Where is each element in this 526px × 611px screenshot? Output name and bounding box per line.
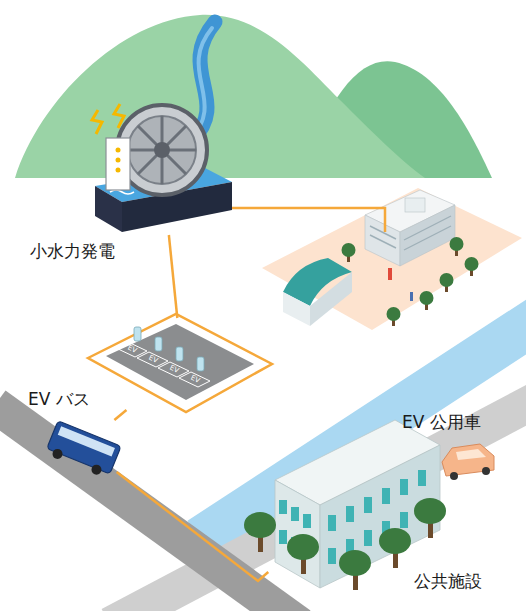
generator: [106, 138, 130, 190]
person: [388, 268, 392, 280]
facility-windows: [283, 470, 422, 564]
bus-body: [47, 421, 121, 474]
illustration-node: EV バス: [48, 420, 118, 472]
tree: [414, 498, 446, 538]
road: [110, 398, 526, 611]
indicator: [116, 168, 121, 173]
lightning: [92, 110, 102, 134]
windows: [370, 216, 451, 250]
shape-part: [450, 237, 464, 251]
shape-part: [339, 550, 371, 576]
parking-spot: [137, 352, 168, 367]
bus-windows: [58, 426, 115, 456]
hill: [15, 15, 425, 178]
illustration-node: 公共施設: [268, 420, 442, 572]
shape-part: [465, 257, 479, 271]
node-label: 小水力発電: [30, 242, 115, 261]
car-window: [456, 449, 486, 460]
charging-lot: [88, 314, 272, 412]
shape-part: [342, 243, 356, 257]
car-body: [442, 444, 494, 476]
tree: [379, 528, 411, 568]
illustration-node: EV 公用車: [440, 440, 496, 482]
lightning: [114, 104, 124, 128]
lot-outline: [88, 314, 272, 412]
lot-surface: [106, 324, 254, 400]
tree: [420, 291, 434, 310]
road: [0, 405, 300, 611]
channel-wall: [95, 186, 122, 232]
power-line: [169, 235, 177, 318]
charger: [197, 357, 204, 371]
building-wall: [400, 205, 455, 266]
public-facility: [244, 420, 446, 590]
parking-spot: [158, 362, 189, 377]
ev-car: [442, 444, 494, 480]
ev-bus: [45, 421, 122, 480]
campus: [262, 188, 522, 330]
power-line: [114, 410, 126, 420]
tree: [440, 273, 454, 292]
shape-part: [420, 291, 434, 305]
parking-spot: [179, 372, 210, 387]
hub: [154, 142, 170, 158]
mountains: [15, 15, 492, 205]
tree: [342, 243, 356, 262]
illustration-node: 小水力発電: [92, 100, 232, 235]
spot-label: EV: [168, 364, 180, 375]
wheel: [51, 447, 64, 460]
indicator: [116, 158, 121, 163]
shape-part: [287, 534, 319, 560]
shape-part: [244, 512, 276, 538]
building-tower: [405, 198, 425, 212]
tree: [450, 237, 464, 256]
parking-spot: [116, 342, 147, 357]
indicator: [116, 148, 121, 153]
tree: [339, 550, 371, 590]
tree: [287, 534, 319, 574]
campus-ground: [262, 188, 522, 330]
wheel: [90, 463, 103, 476]
node-label: EV バス: [28, 390, 90, 409]
power-wire: [232, 208, 385, 232]
charger: [155, 337, 162, 351]
shape-part: [440, 273, 454, 287]
spot-label: EV: [126, 344, 138, 355]
gym-wall: [283, 292, 310, 326]
shape-part: [379, 528, 411, 554]
spot-label: EV: [147, 354, 159, 365]
spot-label: EV: [189, 374, 201, 385]
wheel: [450, 472, 458, 480]
illustration-node: EV EV EV EV: [92, 318, 272, 410]
charger: [176, 347, 183, 361]
spokes: [128, 116, 196, 184]
node-label: EV 公用車: [402, 413, 481, 432]
person: [410, 292, 413, 301]
charger: [134, 327, 141, 341]
waterwheel-inner: [128, 116, 196, 184]
power-line: [117, 472, 269, 581]
gym-wall: [310, 272, 352, 326]
tree: [387, 307, 401, 326]
hydro-plant: [92, 104, 232, 232]
tree: [244, 512, 276, 552]
node-label: 公共施設: [414, 572, 482, 591]
wheel: [482, 467, 490, 475]
tree: [465, 257, 479, 276]
shape-part: [414, 498, 446, 524]
shape-part: [387, 307, 401, 321]
